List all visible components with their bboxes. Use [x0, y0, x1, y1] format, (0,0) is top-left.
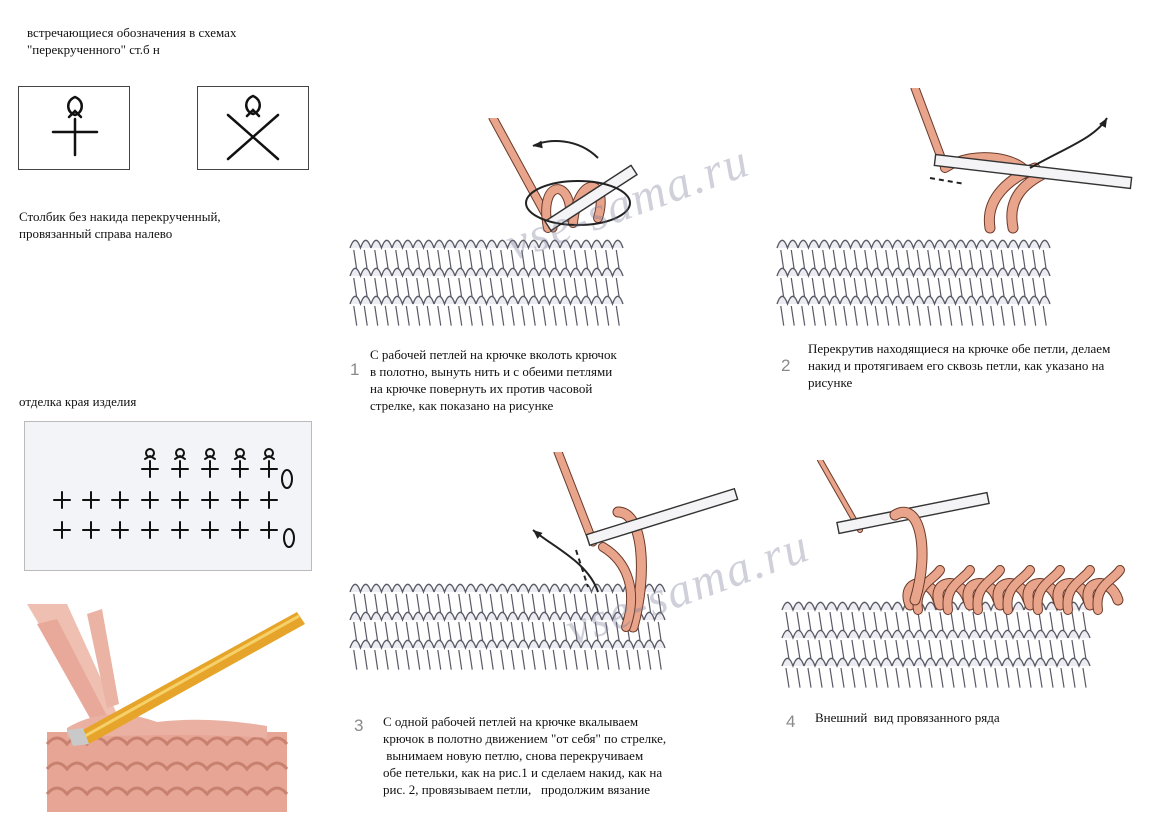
hook-photo — [27, 604, 307, 812]
step-3-number: 3 — [354, 716, 364, 735]
step-2-line-2: накид и протягиваем его сквозь петли, ка… — [808, 358, 1105, 373]
step-3-line-3: вынимаем новую петлю, снова перекручивае… — [383, 748, 644, 763]
step-2-line-1: Перекрутив находящиеся на крючке обе пет… — [808, 341, 1111, 356]
twisted-sc-symbol-plus — [18, 86, 130, 170]
step-4-line-1: Внешний вид провязанного ряда — [815, 710, 1000, 725]
step-1-line-2: в полотно, вынуть нить и с обеими петлям… — [370, 364, 613, 379]
step-4-number: 4 — [786, 712, 796, 731]
step-2-number: 2 — [781, 356, 791, 375]
step-1-line-4: стрелке, как показано на рисунке — [370, 398, 554, 413]
symbol-caption-line-1: Столбик без накида перекрученный, — [19, 209, 221, 224]
step-3-line-4: обе петельки, как на рис.1 и сделаем нак… — [383, 765, 663, 780]
twisted-sc-symbol-x — [197, 86, 309, 170]
step-3-line-2: крючок в полотно движением "от себя" по … — [383, 731, 667, 746]
step-1-number: 1 — [350, 360, 360, 379]
step-2-line-3: рисунке — [808, 375, 853, 390]
step-1-line-1: С рабочей петлей на крючке вколоть крючо… — [370, 347, 617, 362]
symbol-caption-line-2: провязанный справа налево — [19, 226, 173, 241]
step-3-illustration — [348, 452, 740, 684]
step-3-line-5: рис. 2, провязываем петли, продолжим вяз… — [383, 782, 650, 797]
step-1-illustration — [348, 118, 638, 338]
intro-line-1: встречающиеся обозначения в схемах — [27, 25, 237, 40]
edge-finishing-title: отделка края изделия — [19, 394, 137, 409]
step-2-illustration — [775, 88, 1159, 328]
step-1-line-3: на крючке повернуть их против часовой — [370, 381, 593, 396]
step-3-line-1: С одной рабочей петлей на крючке вкалыва… — [383, 714, 639, 729]
edge-finishing-chart — [24, 421, 312, 571]
step-4-illustration — [780, 460, 1152, 692]
intro-line-2: "перекрученного" ст.б н — [27, 42, 160, 57]
